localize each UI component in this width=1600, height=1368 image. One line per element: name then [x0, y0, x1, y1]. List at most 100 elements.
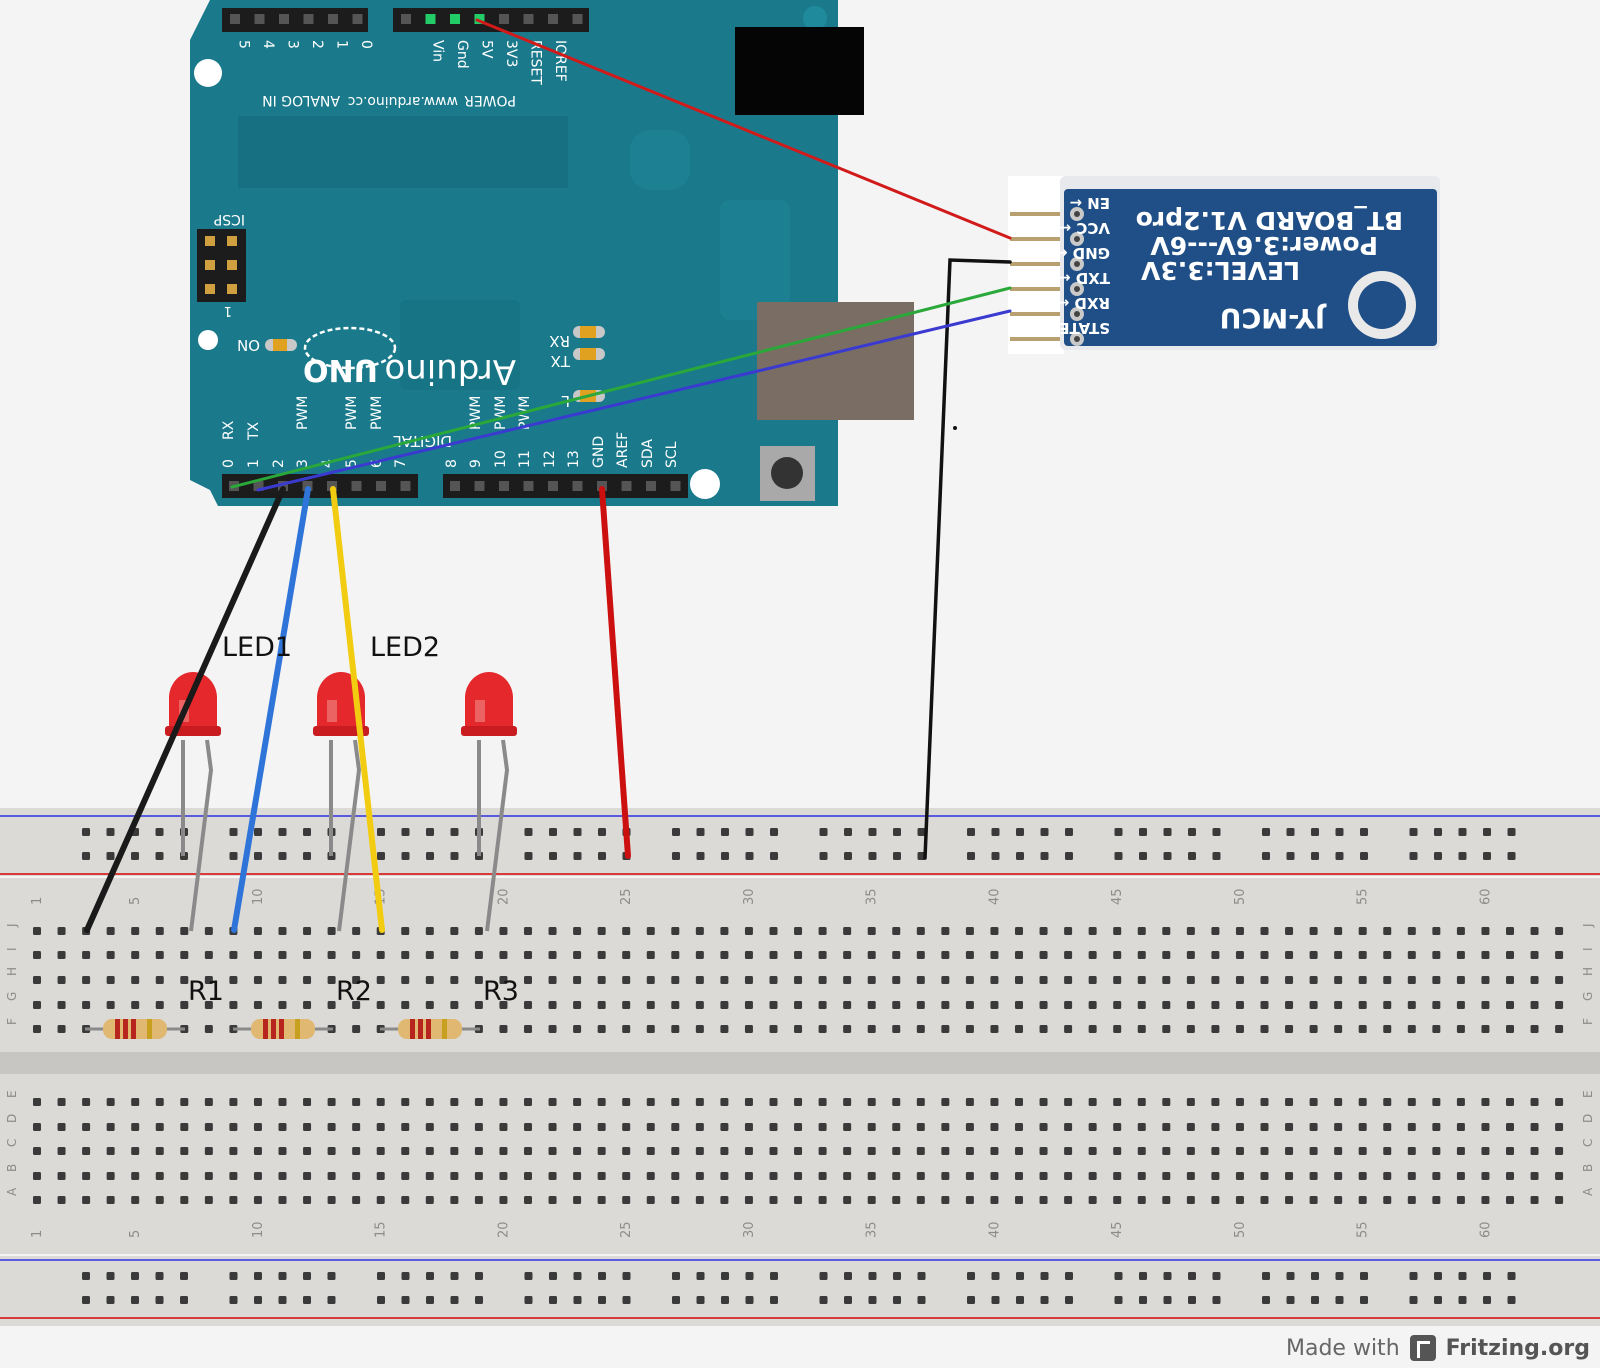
bb-hole — [1088, 1147, 1097, 1155]
rail-hole — [1409, 1272, 1418, 1280]
bb-hole — [892, 1196, 901, 1204]
bb-hole — [131, 1001, 140, 1009]
rail-hole — [598, 1296, 606, 1304]
bb-hole — [303, 1147, 312, 1155]
row-letter: D — [5, 1114, 19, 1123]
rail-hole — [377, 1272, 385, 1280]
top-power-rail — [0, 808, 1600, 876]
bb-hole — [1285, 1123, 1294, 1131]
rail-hole — [450, 1296, 459, 1304]
rail-hole — [721, 828, 729, 836]
bb-hole — [1334, 1098, 1343, 1106]
column-number: 55 — [1356, 888, 1371, 905]
bb-hole — [180, 1147, 189, 1155]
bt-brand: JY-MCU — [1220, 302, 1327, 333]
rail-hole — [819, 1272, 828, 1280]
bb-hole — [278, 927, 287, 935]
bb-hole — [1358, 1098, 1367, 1106]
bb-hole — [990, 1025, 999, 1033]
digital-pin-label: 11 — [517, 450, 533, 468]
bb-hole — [1211, 1025, 1220, 1033]
bb-hole — [401, 927, 410, 935]
bb-hole — [106, 1123, 115, 1131]
rail-hole — [893, 1296, 901, 1304]
bb-hole — [524, 927, 532, 935]
rail-hole — [549, 1296, 557, 1304]
column-number: 45 — [1110, 1221, 1125, 1238]
header-pin — [425, 14, 436, 24]
icsp-pin — [205, 284, 215, 294]
bb-hole — [1015, 927, 1023, 935]
bb-hole — [1137, 1098, 1146, 1106]
resistor-3 — [380, 1019, 480, 1039]
bb-hole — [695, 1147, 704, 1155]
bb-hole — [573, 976, 582, 984]
bb-hole — [33, 1001, 41, 1009]
bb-hole — [867, 951, 876, 959]
bb-hole — [1039, 927, 1048, 935]
rail-hole — [106, 1272, 115, 1280]
bb-hole — [867, 1147, 876, 1155]
bb-hole — [401, 1172, 410, 1180]
bb-hole — [1407, 1196, 1416, 1204]
bb-hole — [131, 1123, 140, 1131]
rail-hole — [967, 1272, 975, 1280]
bb-hole — [1186, 1172, 1195, 1180]
column-number: 5 — [128, 1230, 143, 1238]
row-letter: H — [1581, 967, 1595, 976]
rail-hole — [1286, 828, 1295, 836]
bb-hole — [941, 951, 950, 959]
bb-hole — [867, 927, 876, 935]
bb-hole — [57, 1098, 66, 1106]
bb-hole — [376, 1123, 385, 1131]
bb-hole — [474, 1172, 483, 1180]
bb-hole — [548, 1147, 557, 1155]
column-number: 50 — [1233, 888, 1248, 905]
bb-hole — [1162, 951, 1171, 959]
rail-hole — [696, 828, 705, 836]
analog-pin-label: 2 — [309, 40, 325, 49]
bb-hole — [229, 1001, 238, 1009]
bb-hole — [1334, 976, 1343, 984]
bb-hole — [1260, 1196, 1269, 1204]
bb-hole — [303, 976, 312, 984]
bb-hole — [1088, 1172, 1097, 1180]
bb-hole — [892, 1001, 901, 1009]
bb-hole — [548, 951, 557, 959]
rail-hole — [1409, 1296, 1418, 1304]
bb-hole — [33, 927, 41, 935]
bb-hole — [1137, 1172, 1146, 1180]
bb-hole — [1235, 976, 1244, 984]
bb-hole — [303, 1123, 312, 1131]
digital-title: DIGITAL — [393, 432, 452, 450]
bb-hole — [131, 1098, 140, 1106]
bb-hole — [352, 927, 361, 935]
bb-hole — [1186, 1001, 1195, 1009]
bb-hole — [303, 951, 312, 959]
header-pin — [303, 14, 314, 24]
bb-hole — [1383, 976, 1392, 984]
rail-hole — [377, 828, 385, 836]
bb-hole — [450, 927, 459, 935]
bb-hole — [965, 1001, 974, 1009]
rail-hole — [573, 852, 582, 860]
bb-hole — [1064, 976, 1073, 984]
bb-hole — [1383, 927, 1392, 935]
rail-hole — [721, 1272, 729, 1280]
bb-hole — [1358, 1001, 1367, 1009]
rail-hole — [1311, 828, 1319, 836]
bb-hole — [1481, 1098, 1490, 1106]
rail-hole — [672, 852, 680, 860]
bb-hole — [229, 976, 238, 984]
bb-hole — [1432, 1001, 1441, 1009]
bb-hole — [671, 1001, 680, 1009]
rail-hole — [254, 852, 262, 860]
rail-hole — [229, 1296, 238, 1304]
bb-hole — [695, 976, 704, 984]
bb-hole — [499, 1001, 508, 1009]
bb-hole — [1555, 1147, 1564, 1155]
bb-hole — [1088, 927, 1097, 935]
bb-hole — [229, 951, 238, 959]
bb-hole — [1285, 927, 1294, 935]
rail-hole — [1434, 828, 1442, 836]
